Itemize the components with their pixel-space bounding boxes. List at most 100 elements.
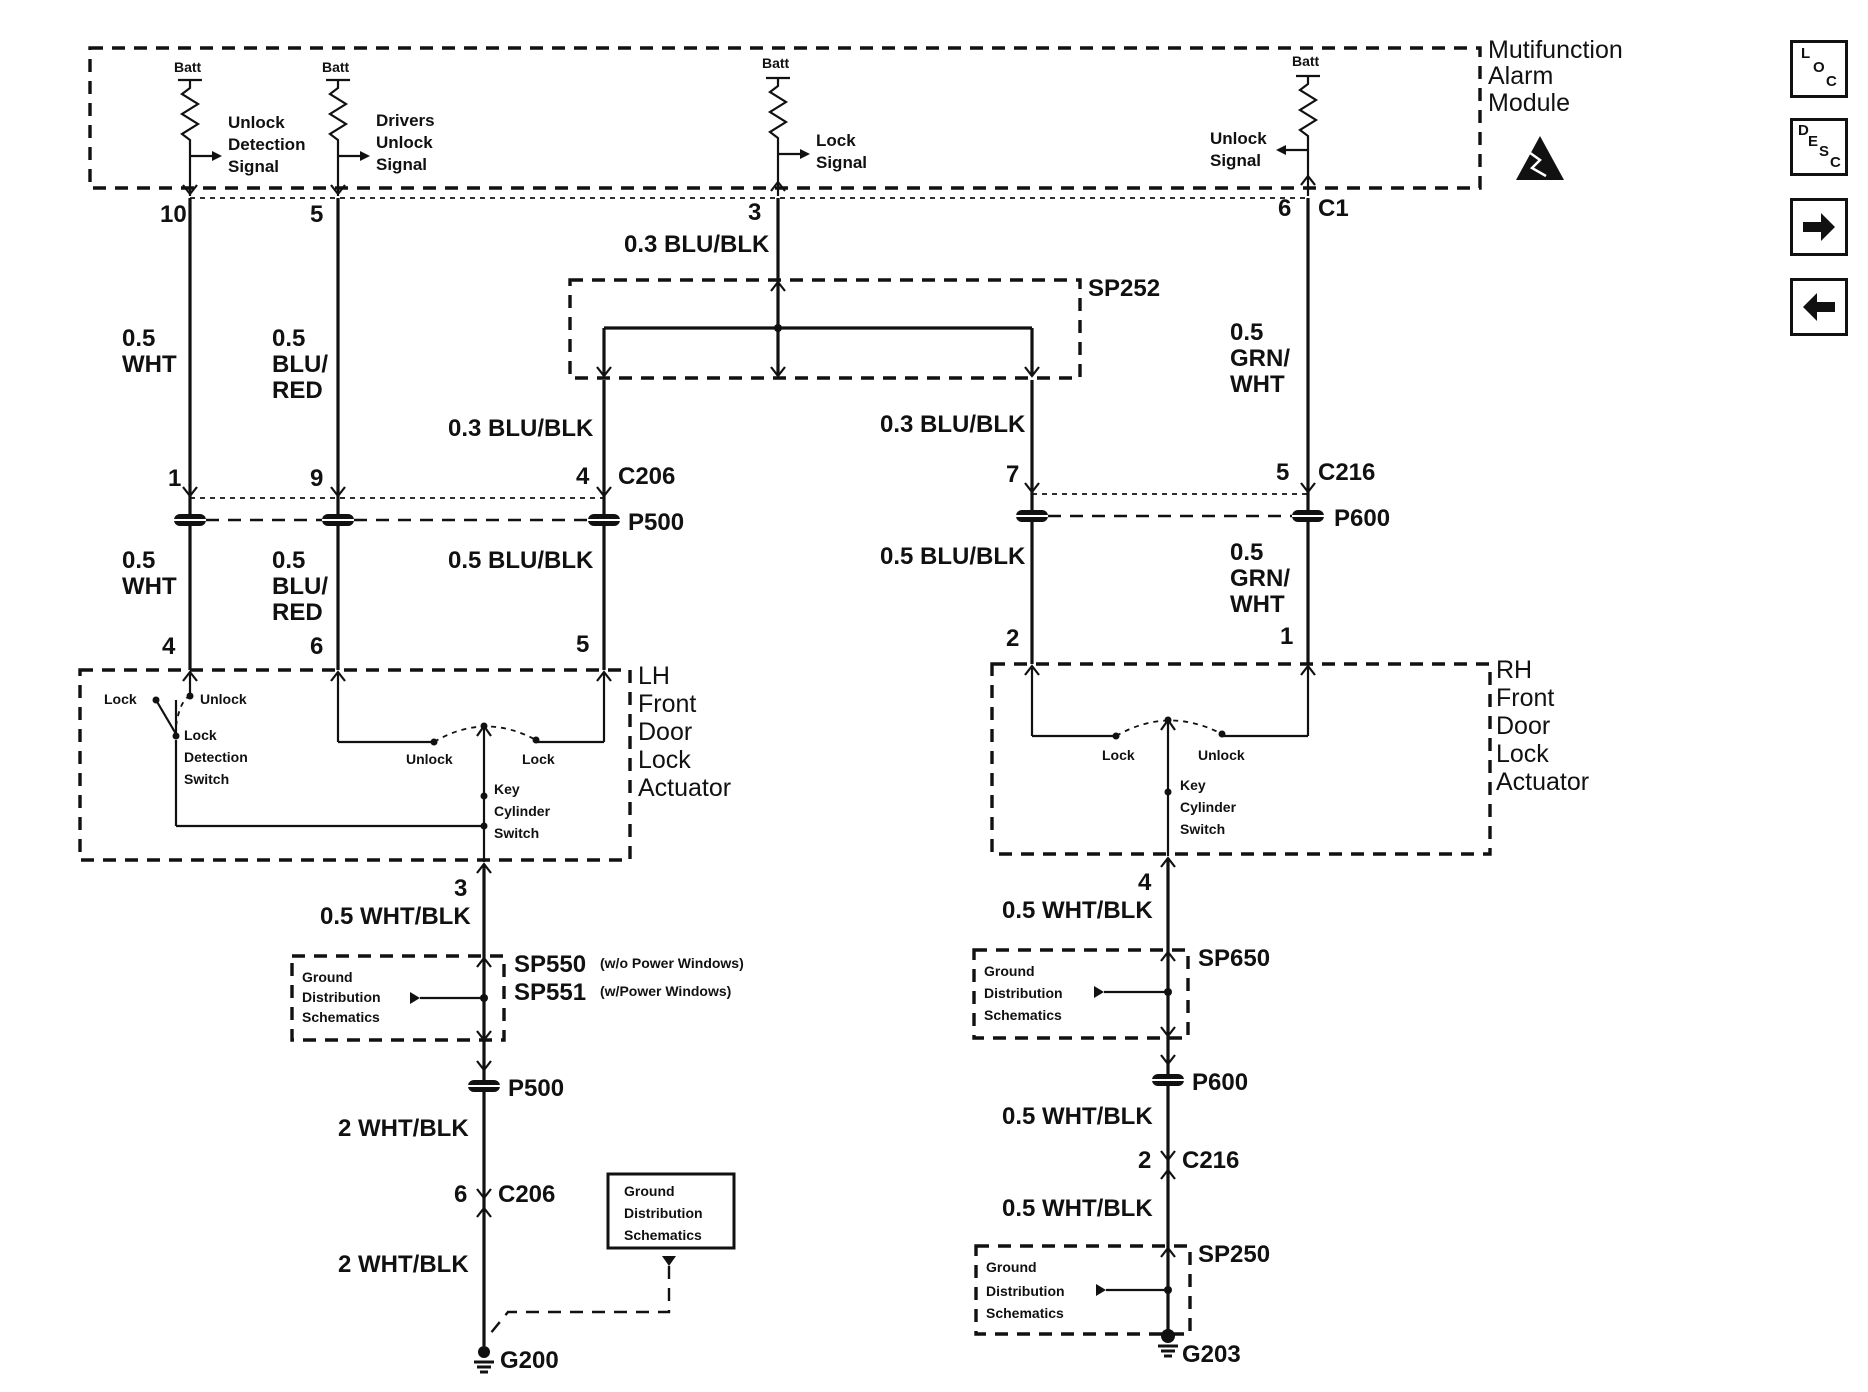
- prev-button[interactable]: [1790, 278, 1848, 336]
- sp550-box: [290, 954, 506, 1042]
- wire-label-rh-gnd: 0.5 WHT/BLK: [1002, 897, 1153, 924]
- wire-label-pin6-upper: 0.5 GRN/ WHT: [1230, 319, 1290, 398]
- svg-text:Batt: Batt: [1292, 53, 1320, 69]
- svg-text:WHT: WHT: [1230, 591, 1285, 618]
- svg-text:Schematics: Schematics: [984, 1007, 1062, 1023]
- loc-button[interactable]: L O C: [1790, 40, 1848, 98]
- sp650-label: SP650: [1198, 945, 1270, 972]
- left-arrow-icon: [1803, 293, 1835, 321]
- svg-text:Front: Front: [638, 690, 696, 718]
- svg-text:0.5: 0.5: [272, 547, 305, 574]
- desc-button[interactable]: D E S C: [1790, 118, 1848, 176]
- svg-text:C206: C206: [618, 463, 675, 490]
- svg-text:1: 1: [168, 465, 181, 492]
- wire-label-pin10-lower: 0.5 WHT: [122, 547, 177, 600]
- svg-text:C206: C206: [498, 1181, 555, 1208]
- g203-ground-icon: [1156, 1329, 1180, 1358]
- sp252-box: [568, 278, 1082, 380]
- svg-text:0.5 BLU/BLK: 0.5 BLU/BLK: [448, 547, 594, 574]
- svg-text:Batt: Batt: [174, 59, 202, 75]
- esd-warning-icon: [1516, 136, 1564, 180]
- sp250-splice: [1096, 1246, 1177, 1296]
- svg-text:Ground: Ground: [984, 963, 1035, 979]
- g200-label: G200: [500, 1347, 559, 1374]
- sp250-ground-dist-label: Ground Distribution Schematics: [986, 1259, 1065, 1321]
- svg-text:P600: P600: [1334, 505, 1390, 532]
- wire-label-sp-right: 0.3 BLU/BLK: [880, 411, 1026, 438]
- svg-text:4: 4: [576, 463, 590, 490]
- svg-text:WHT: WHT: [122, 573, 177, 600]
- svg-text:2 WHT/BLK: 2 WHT/BLK: [338, 1251, 469, 1278]
- svg-text:Switch: Switch: [1180, 821, 1225, 837]
- lh-actuator-internals: [152, 670, 613, 875]
- sp250-box: [974, 1244, 1192, 1336]
- next-button[interactable]: [1790, 198, 1848, 256]
- svg-text:Schematics: Schematics: [986, 1305, 1064, 1321]
- rh-pin-labels: 2 1: [1006, 623, 1293, 652]
- c206-connector-lower: 6 C206: [454, 1181, 555, 1219]
- wire-label-pin5-lower: 0.5 BLU/ RED: [272, 547, 328, 626]
- svg-text:(w/Power Windows): (w/Power Windows): [600, 983, 731, 999]
- sp650-ground-dist-label: Ground Distribution Schematics: [984, 963, 1063, 1023]
- lh-actuator-box: [78, 668, 632, 862]
- svg-text:Lock: Lock: [184, 727, 217, 743]
- svg-text:Lock: Lock: [1102, 747, 1135, 763]
- svg-text:SP551: SP551: [514, 979, 586, 1006]
- unlock-signal-label: Unlock Signal: [1210, 129, 1267, 170]
- lh-pin-labels: 4 6 5: [162, 631, 589, 660]
- svg-text:Unlock: Unlock: [228, 113, 285, 132]
- svg-text:0.3 BLU/BLK: 0.3 BLU/BLK: [624, 231, 770, 258]
- ground-dist-box-g200: [606, 1172, 736, 1250]
- svg-text:(w/o Power Windows): (w/o Power Windows): [600, 955, 744, 971]
- svg-text:Signal: Signal: [376, 155, 427, 174]
- svg-text:0.5: 0.5: [1230, 539, 1263, 566]
- svg-text:WHT: WHT: [122, 351, 177, 378]
- svg-text:Lock: Lock: [638, 746, 691, 774]
- svg-text:Module: Module: [1488, 89, 1570, 117]
- wire-label-lh-5: 0.5 BLU/BLK: [448, 547, 594, 574]
- svg-text:Lock: Lock: [1496, 740, 1549, 768]
- svg-text:Ground: Ground: [302, 969, 353, 985]
- batt-feed-unlock: Batt: [1276, 53, 1320, 196]
- svg-text:Lock: Lock: [522, 751, 555, 767]
- svg-text:0.3 BLU/BLK: 0.3 BLU/BLK: [448, 415, 594, 442]
- svg-text:Unlock: Unlock: [200, 691, 247, 707]
- sp550-ground-dist-label: Ground Distribution Schematics: [302, 969, 381, 1025]
- lock-signal-label: Lock Signal: [816, 131, 867, 172]
- svg-text:2: 2: [1006, 625, 1019, 652]
- svg-text:Distribution: Distribution: [302, 989, 381, 1005]
- svg-text:RED: RED: [272, 599, 323, 626]
- svg-text:0.5 WHT/BLK: 0.5 WHT/BLK: [320, 903, 471, 930]
- svg-text:Distribution: Distribution: [984, 985, 1063, 1001]
- g200-ground-link: [489, 1256, 676, 1335]
- sp550-splice: [410, 956, 493, 1042]
- svg-text:Unlock: Unlock: [1198, 747, 1245, 763]
- svg-text:Switch: Switch: [494, 825, 539, 841]
- svg-text:BLU/: BLU/: [272, 573, 328, 600]
- svg-text:RH: RH: [1496, 656, 1532, 684]
- svg-text:1: 1: [1280, 623, 1293, 650]
- pin-6: 6: [1278, 195, 1291, 222]
- svg-text:2: 2: [1138, 1147, 1151, 1174]
- svg-text:C216: C216: [1318, 459, 1375, 486]
- svg-text:Schematics: Schematics: [624, 1227, 702, 1243]
- svg-text:Detection: Detection: [184, 749, 248, 765]
- svg-text:Signal: Signal: [1210, 151, 1261, 170]
- c216-connector-lower: 2 C216: [1138, 1147, 1239, 1181]
- svg-text:Door: Door: [638, 718, 692, 746]
- lh-actuator-labels: Lock Unlock Lock Detection Switch Unlock…: [104, 691, 555, 841]
- c206-connector: 1 9 4 C206: [168, 463, 675, 499]
- svg-text:Distribution: Distribution: [624, 1205, 703, 1221]
- svg-text:Actuator: Actuator: [638, 774, 731, 802]
- svg-text:Door: Door: [1496, 712, 1550, 740]
- batt-feed-unlock-detection: Batt: [174, 59, 222, 196]
- svg-text:Key: Key: [494, 781, 520, 797]
- svg-text:0.5 WHT/BLK: 0.5 WHT/BLK: [1002, 897, 1153, 924]
- svg-text:0.3 BLU/BLK: 0.3 BLU/BLK: [880, 411, 1026, 438]
- batt-feed-drivers-unlock: Batt: [322, 59, 370, 196]
- svg-text:Signal: Signal: [228, 157, 279, 176]
- wire-label-sp-left: 0.3 BLU/BLK: [448, 415, 594, 442]
- p600-connector-lower: P600: [1149, 1053, 1248, 1096]
- sp650-splice: [1094, 950, 1177, 1038]
- pin-3: 3: [748, 199, 761, 226]
